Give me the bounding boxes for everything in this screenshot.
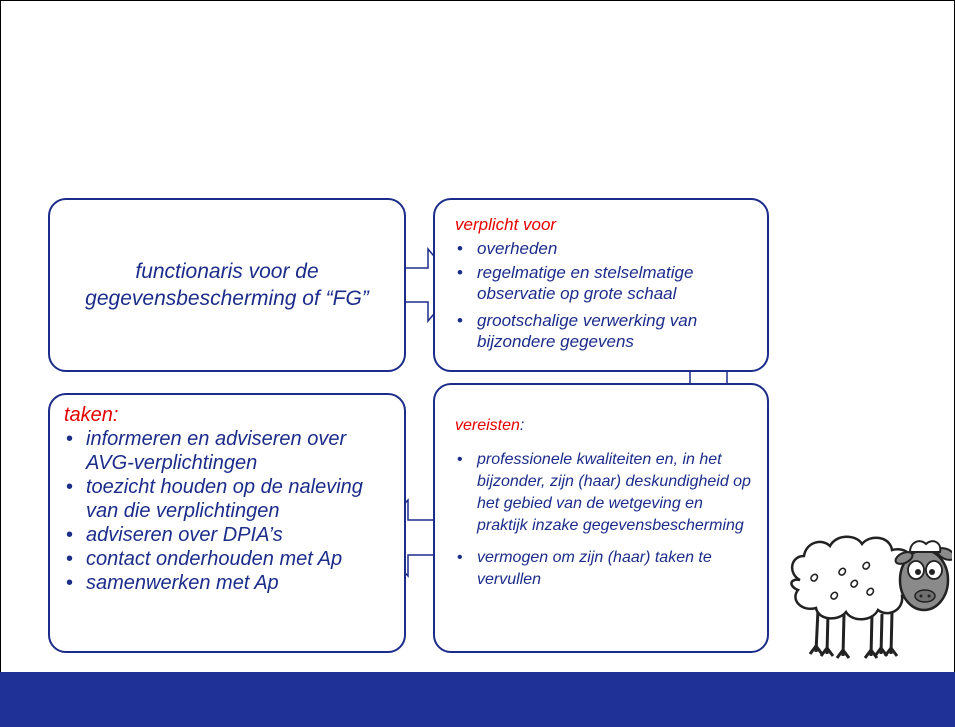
list-item: informeren en adviseren over AVG-verplic…: [64, 427, 394, 475]
sheep-icon: [790, 535, 952, 659]
fg-box: functionaris voor de gegevensbescherming…: [48, 198, 406, 372]
vereisten-heading: vereisten:: [455, 415, 753, 437]
list-item: toezicht houden op de naleving van die v…: [64, 475, 394, 523]
list-item: grootschalige verwerking van bijzondere …: [455, 310, 753, 352]
list-item: professionele kwaliteiten en, in het bij…: [455, 449, 753, 537]
fg-text: functionaris voor de gegevensbescherming…: [85, 260, 369, 310]
list-item: samenwerken met Ap: [64, 571, 394, 595]
list-item: regelmatige en stelselmatige observatie …: [455, 262, 753, 304]
vereisten-box: vereisten: professionele kwaliteiten en,…: [433, 383, 769, 653]
list-item: contact onderhouden met Ap: [64, 547, 394, 571]
list-item: overheden: [455, 238, 753, 259]
list-item: adviseren over DPIA’s: [64, 523, 394, 547]
vereisten-heading-colon: :: [519, 417, 525, 434]
taken-list: informeren en adviseren over AVG-verplic…: [64, 427, 394, 595]
list-item: vermogen om zijn (haar) taken te vervull…: [455, 547, 753, 591]
vereisten-list: professionele kwaliteiten en, in het bij…: [455, 449, 753, 591]
taken-box: taken: informeren en adviseren over AVG-…: [48, 393, 406, 653]
taken-heading: taken:: [64, 404, 119, 426]
footer-bar: [0, 672, 955, 727]
verplicht-list: overheden regelmatige en stelselmatige o…: [455, 238, 753, 352]
vereisten-heading-text: vereisten: [455, 417, 520, 434]
verplicht-heading: verplicht voor: [455, 215, 557, 234]
verplicht-box: verplicht voor overheden regelmatige en …: [433, 198, 769, 372]
